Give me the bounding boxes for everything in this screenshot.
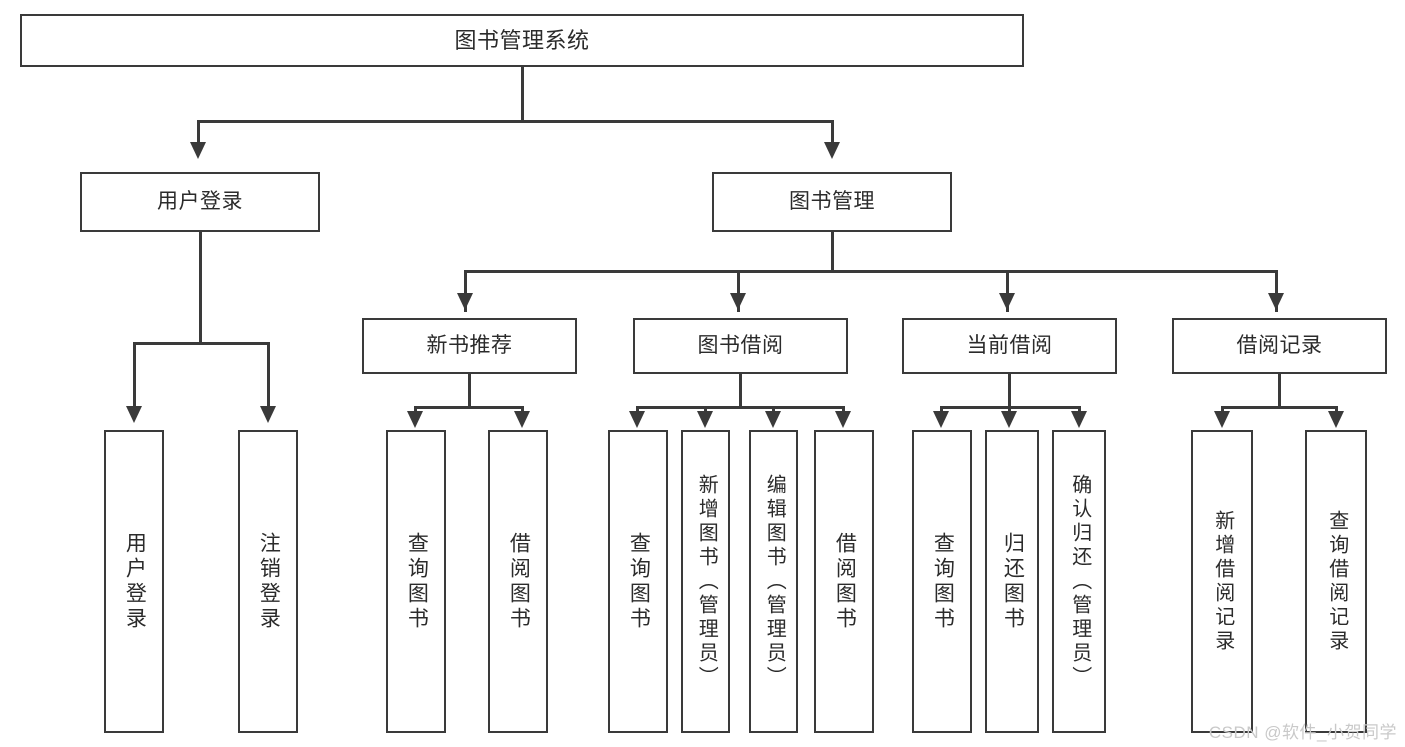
node-label: 编辑图书（管理员） xyxy=(763,473,786,690)
node-label: 图书管理 xyxy=(789,189,875,213)
arrow-to-new-book-rec xyxy=(457,293,473,310)
connector-borrow-record-stem xyxy=(1278,374,1281,406)
arrow-to-leaf-borrow-book-1 xyxy=(514,411,530,428)
arrow-to-borrow-record xyxy=(1268,293,1284,310)
connector-book-borrow-stem xyxy=(739,374,742,406)
arrow-to-leaf-query-record xyxy=(1328,411,1344,428)
node-label: 当前借阅 xyxy=(966,333,1053,357)
connector-user-login-drop-1 xyxy=(133,342,136,410)
connector-new-book-rec-stem xyxy=(468,374,471,406)
arrow-to-leaf-return-book xyxy=(1001,411,1017,428)
arrow-to-leaf-query-book-1 xyxy=(407,411,423,428)
node-label: 图书管理系统 xyxy=(454,27,590,53)
node-root-system[interactable]: 图书管理系统 xyxy=(20,14,1024,67)
node-leaf-query-book-1[interactable]: 查询图书 xyxy=(386,430,446,733)
node-label: 用户登录 xyxy=(157,189,243,213)
connector-book-manage-drop-2 xyxy=(737,270,740,312)
arrow-to-leaf-add-record xyxy=(1214,411,1230,428)
arrow-to-leaf-query-book-2 xyxy=(629,411,645,428)
node-label: 用户登录 xyxy=(123,531,147,632)
node-leaf-query-book-2[interactable]: 查询图书 xyxy=(608,430,668,733)
connector-borrow-record-bus xyxy=(1221,406,1338,409)
connector-book-manage-drop-3 xyxy=(1006,270,1009,312)
arrow-to-leaf-user-login xyxy=(126,406,142,423)
arrow-to-leaf-confirm-return xyxy=(1071,411,1087,428)
arrow-to-leaf-add-book xyxy=(697,411,713,428)
node-leaf-borrow-book-1[interactable]: 借阅图书 xyxy=(488,430,548,733)
node-current-borrow[interactable]: 当前借阅 xyxy=(902,318,1117,374)
connector-user-login-stem xyxy=(199,232,202,342)
node-label: 确认归还（管理员） xyxy=(1068,473,1091,690)
node-label: 查询借阅记录 xyxy=(1325,509,1348,654)
node-label: 新增借阅记录 xyxy=(1211,509,1234,654)
arrow-to-leaf-edit-book xyxy=(765,411,781,428)
node-leaf-borrow-book-2[interactable]: 借阅图书 xyxy=(814,430,874,733)
arrow-to-current-borrow xyxy=(999,293,1015,310)
arrow-to-leaf-user-logout xyxy=(260,406,276,423)
node-leaf-confirm-return[interactable]: 确认归还（管理员） xyxy=(1052,430,1106,733)
csdn-watermark: CSDN @软件_小贺同学 xyxy=(1208,723,1397,742)
node-leaf-user-login[interactable]: 用户登录 xyxy=(104,430,164,733)
node-leaf-add-record[interactable]: 新增借阅记录 xyxy=(1191,430,1253,733)
node-label: 查询图书 xyxy=(627,531,651,632)
node-label: 查询图书 xyxy=(931,531,955,632)
connector-root-bus xyxy=(197,120,834,123)
node-label: 借阅图书 xyxy=(507,531,531,632)
arrow-root-to-user-login xyxy=(190,142,206,159)
arrow-root-to-book-manage xyxy=(824,142,840,159)
node-leaf-query-book-3[interactable]: 查询图书 xyxy=(912,430,972,733)
node-book-borrow[interactable]: 图书借阅 xyxy=(633,318,848,374)
node-leaf-user-logout[interactable]: 注销登录 xyxy=(238,430,298,733)
node-new-book-rec[interactable]: 新书推荐 xyxy=(362,318,577,374)
connector-book-borrow-bus xyxy=(636,406,845,409)
node-label: 归还图书 xyxy=(1001,531,1025,632)
connector-book-manage-bus xyxy=(464,270,1278,273)
arrow-to-leaf-borrow-book-2 xyxy=(835,411,851,428)
node-book-manage[interactable]: 图书管理 xyxy=(712,172,952,232)
node-leaf-edit-book[interactable]: 编辑图书（管理员） xyxy=(749,430,798,733)
node-label: 新增图书（管理员） xyxy=(695,473,718,690)
connector-root-stem xyxy=(521,67,524,120)
connector-root-to-book-manage xyxy=(831,120,834,145)
connector-new-book-rec-bus xyxy=(414,406,524,409)
node-borrow-record[interactable]: 借阅记录 xyxy=(1172,318,1387,374)
node-label: 查询图书 xyxy=(405,531,429,632)
node-label: 新书推荐 xyxy=(426,333,513,357)
node-label: 注销登录 xyxy=(257,531,281,632)
node-label: 图书借阅 xyxy=(697,333,784,357)
connector-root-to-user-login xyxy=(197,120,200,145)
node-user-login[interactable]: 用户登录 xyxy=(80,172,320,232)
connector-book-manage-drop-4 xyxy=(1275,270,1278,312)
connector-book-manage-drop-1 xyxy=(464,270,467,312)
node-leaf-query-record[interactable]: 查询借阅记录 xyxy=(1305,430,1367,733)
connector-user-login-drop-2 xyxy=(267,342,270,410)
connector-book-manage-stem xyxy=(831,232,834,270)
arrow-to-leaf-query-book-3 xyxy=(933,411,949,428)
node-label: 借阅图书 xyxy=(833,531,857,632)
connector-user-login-bus xyxy=(133,342,270,345)
node-leaf-return-book[interactable]: 归还图书 xyxy=(985,430,1039,733)
node-leaf-add-book[interactable]: 新增图书（管理员） xyxy=(681,430,730,733)
node-label: 借阅记录 xyxy=(1236,333,1323,357)
connector-current-borrow-stem xyxy=(1008,374,1011,406)
arrow-to-book-borrow xyxy=(730,293,746,310)
